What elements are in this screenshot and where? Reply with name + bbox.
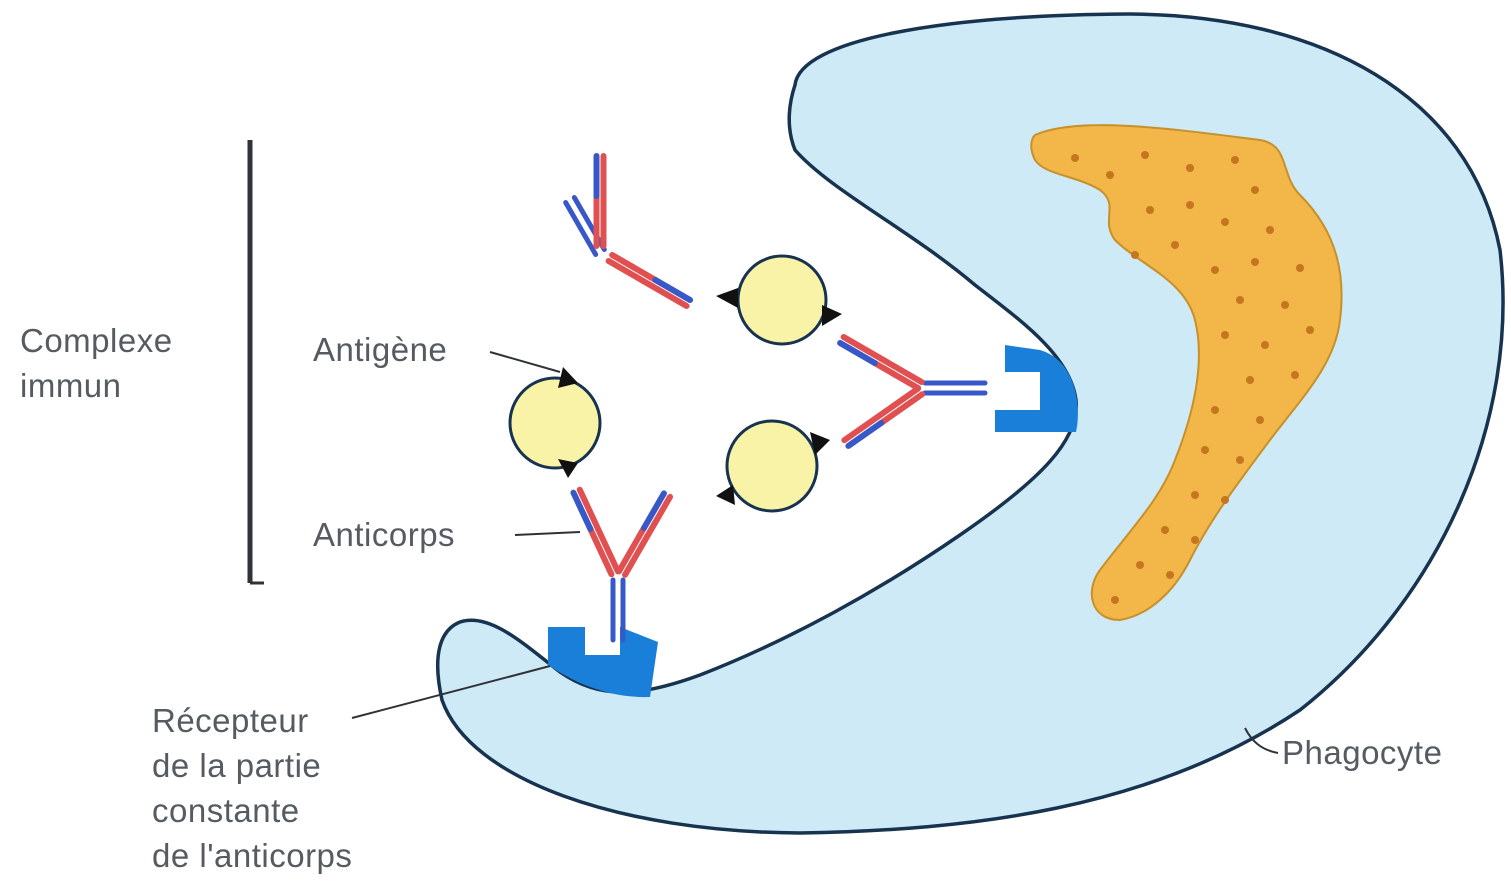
antibody-bottom bbox=[573, 490, 670, 640]
antigen-label: Antigène bbox=[313, 327, 447, 372]
antigen-top bbox=[716, 256, 842, 344]
antigen-leader-line bbox=[490, 352, 560, 372]
antibody-label: Anticorps bbox=[313, 512, 455, 557]
antibody-right bbox=[840, 337, 985, 446]
receptor-label: Récepteur de la partie constante de l'an… bbox=[152, 698, 352, 878]
antigen-right bbox=[716, 421, 830, 511]
phagocyte-label: Phagocyte bbox=[1282, 730, 1442, 775]
antigen-left bbox=[510, 367, 600, 478]
antibody-leader-line bbox=[515, 532, 580, 535]
complex-label: Complexe immun bbox=[20, 318, 173, 408]
antibody-top bbox=[566, 156, 690, 306]
